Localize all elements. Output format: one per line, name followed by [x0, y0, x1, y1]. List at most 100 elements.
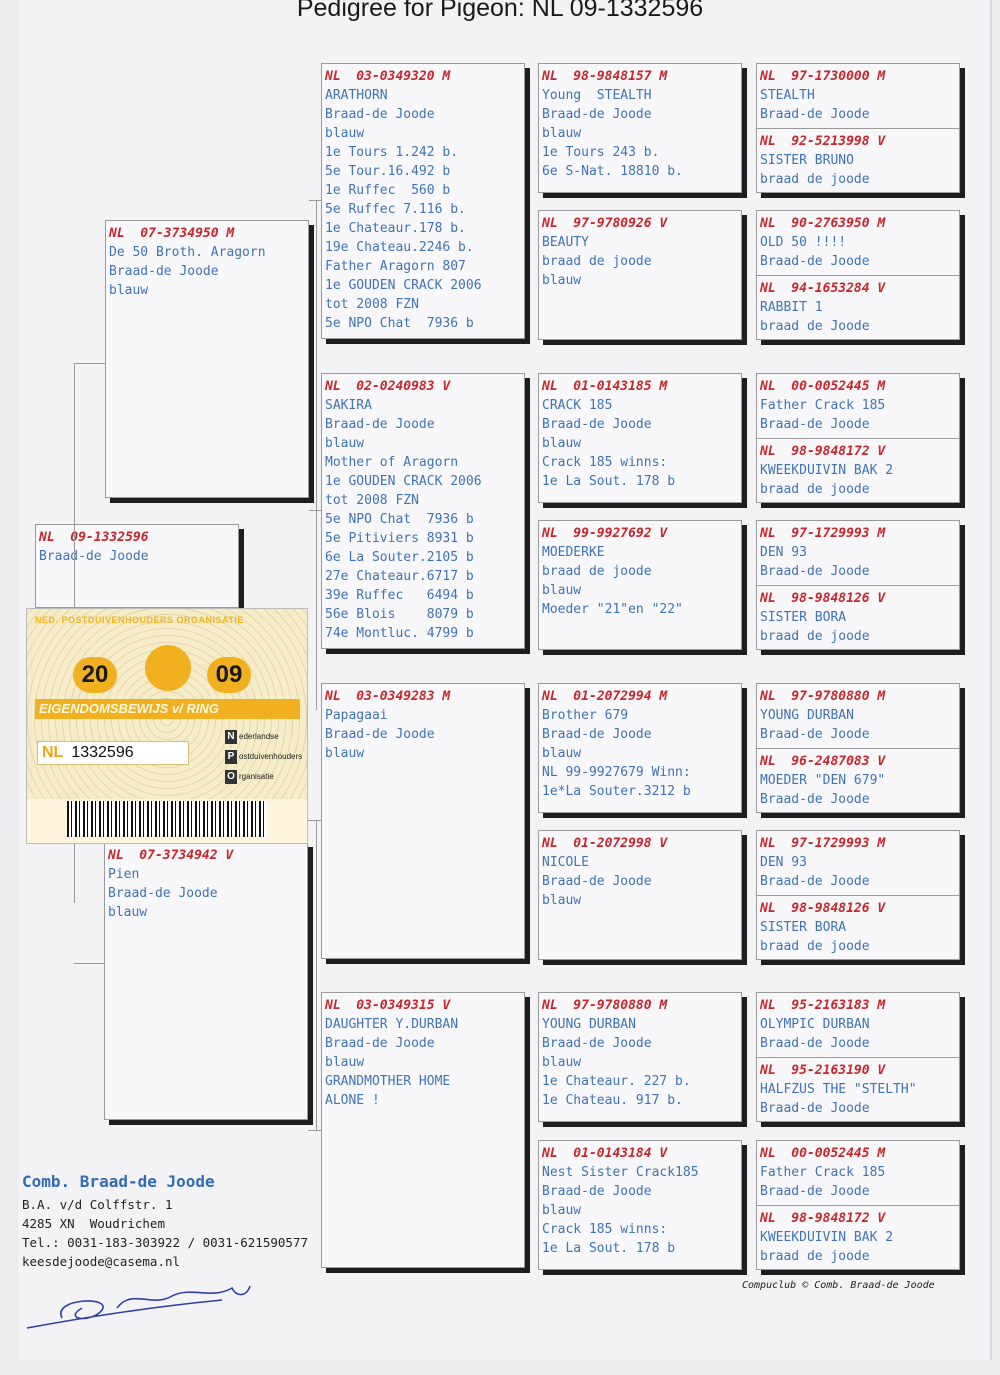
pigeon-detail-line: Pien [108, 867, 140, 882]
pigeon-detail-line: Young STEALTH [542, 88, 652, 103]
pigeon-detail-line: SISTER BORA [760, 920, 847, 935]
pigeon-detail-line: blauw [542, 746, 582, 761]
pigeon-detail-line: braad de Joode [760, 319, 870, 334]
pigeon-ring: NL 01-2072994 M [542, 689, 668, 704]
pigeon-detail-line: 1e GOUDEN CRACK 2006 [325, 474, 482, 489]
card-ring-value: 1332596 [71, 744, 134, 761]
breeder-block: Comb. Braad-de Joode B.A. v/d Colffstr. … [22, 1172, 308, 1271]
pigeon-detail-line: 1e Tours 243 b. [542, 145, 660, 160]
pigeon-detail-line: Braad-de Joode [760, 1184, 870, 1199]
pigeon-detail-line: NL 99-9927679 Winn: [542, 765, 691, 780]
page-title: Pedigree for Pigeon: NL 09-1332596 [296, 0, 704, 22]
breeder-name: Comb. Braad-de Joode [22, 1172, 215, 1191]
pigeon-detail-line: 27e Chateaur.6717 b [325, 569, 474, 584]
pigeon-detail-line: 1e La Sout. 178 b [542, 474, 676, 489]
pigeon-detail-line: Braad-de Joode [760, 564, 870, 579]
ownership-card: NED. POSTDUIVENHOUDERS ORGANISATIE 20 09… [26, 608, 308, 844]
pigeon-ring: NL 94-1653284 V [760, 281, 886, 296]
pigeon-ring: NL 07-3734950 M [109, 226, 235, 241]
pigeon-ring: NL 95-2163190 V [760, 1063, 886, 1078]
npo-letter-n: N [225, 730, 237, 744]
pigeon-ring: NL 03-0349283 M [325, 689, 451, 704]
pigeon-detail-line: Crack 185 winns: [542, 455, 668, 470]
card-barcode [67, 801, 267, 837]
pigeon-detail-line: DEN 93 [760, 545, 807, 560]
pigeon-detail-line: 5e NPO Chat 7936 b [325, 512, 474, 527]
pigeon-detail-line: Braad-de Joode [760, 1036, 870, 1051]
card-band: EIGENDOMSBEWIJS v/ RING [35, 699, 300, 719]
pigeon-detail-line: 6e S-Nat. 18810 b. [542, 164, 683, 179]
pigeon-detail-line: Braad-de Joode [542, 417, 652, 432]
pigeon-detail-line: braad de joode [760, 482, 870, 497]
npo-letter-o: O [225, 770, 237, 784]
pigeon-detail-line: 5e Tour.16.492 b [325, 164, 451, 179]
pigeon-detail-line: MOEDERKE [542, 545, 605, 560]
card-year-left: 20 [73, 657, 117, 693]
pigeon-detail-line: braad de joode [542, 564, 652, 579]
pigeon-detail-line: Nest Sister Crack185 [542, 1165, 699, 1180]
pigeon-detail-line: ARATHORN [325, 88, 388, 103]
pigeon-detail-line: MOEDER "DEN 679" [760, 773, 886, 788]
pigeon-detail-line: 1e*La Souter.3212 b [542, 784, 691, 799]
pigeon-ring: NL 03-0349315 V [325, 998, 451, 1013]
pigeon-detail-line: blauw [109, 283, 149, 298]
pigeon-detail-line: DAUGHTER Y.DURBAN [325, 1017, 459, 1032]
pigeon-ring: NL 98-9848172 V [760, 444, 886, 459]
npo-word-3: rganisatie [239, 772, 274, 781]
card-ring-prefix: NL [42, 744, 64, 761]
pigeon-detail-line: Braad-de Joode [760, 727, 870, 742]
pigeon-detail-line: KWEEKDUIVIN BAK 2 [760, 1230, 894, 1245]
card-ring-number: NL 1332596 [37, 741, 189, 765]
pigeon-detail-line: OLYMPIC DURBAN [760, 1017, 870, 1032]
npo-word-1: ederlandse [239, 732, 279, 741]
pigeon-detail-line: braad de joode [542, 254, 652, 269]
pigeon-detail-line: braad de joode [760, 1249, 870, 1264]
pigeon-ring: NL 98-9848126 V [760, 591, 886, 606]
pigeon-detail-line: 1e La Sout. 178 b [542, 1241, 676, 1256]
pigeon-detail-line: Braad-de Joode [760, 417, 870, 432]
pigeon-detail-line: Moeder "21"en "22" [542, 602, 683, 617]
pigeon-detail-line: 1e Tours 1.242 b. [325, 145, 459, 160]
connector-line [74, 963, 104, 964]
pigeon-detail-line: Father Crack 185 [760, 1165, 886, 1180]
pigeon-detail-line: Papagaai [325, 708, 388, 723]
pigeon-detail-line: SISTER BRUNO [760, 153, 854, 168]
pigeon-detail-line: Braad-de Joode [325, 417, 435, 432]
connector-line [308, 1130, 321, 1131]
pigeon-detail-line: Brother 679 [542, 708, 629, 723]
pigeon-ring: NL 09-1332596 [39, 530, 149, 545]
pigeon-detail-line: HALFZUS THE "STELTH" [760, 1082, 917, 1097]
pigeon-detail-line: Braad-de Joode [760, 107, 870, 122]
pigeon-detail-line: 1e Chateaur. 227 b. [542, 1074, 691, 1089]
pigeon-ring: NL 97-9780880 M [760, 689, 886, 704]
pigeon-ring: NL 07-3734942 V [108, 848, 234, 863]
pigeon-detail-line: blauw [325, 436, 365, 451]
pigeon-ring: NL 98-9848157 M [542, 69, 668, 84]
signature [26, 1285, 251, 1329]
pigeon-detail-line: NICOLE [542, 855, 589, 870]
connector-line [316, 200, 317, 710]
pigeon-detail-line: blauw [542, 273, 582, 288]
